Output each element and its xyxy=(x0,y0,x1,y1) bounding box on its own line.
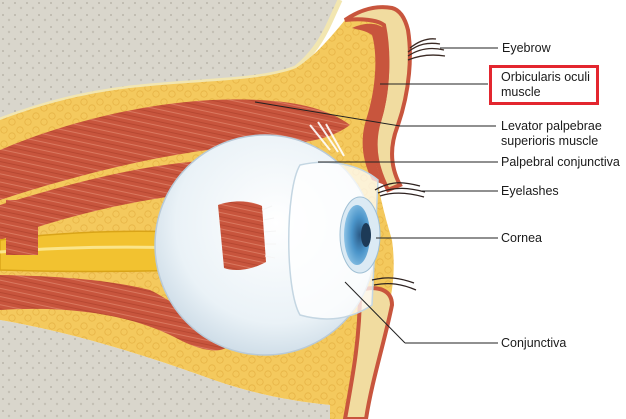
label-cornea: Cornea xyxy=(501,231,542,245)
label-palpebral-conjunctiva: Palpebral conjunctiva xyxy=(501,155,620,169)
label-eyelashes: Eyelashes xyxy=(501,184,559,198)
upper-skull-bone xyxy=(0,0,340,120)
leader-levator xyxy=(254,101,401,127)
label-levator-line2: superioris muscle xyxy=(501,134,599,148)
label-eyebrow: Eyebrow xyxy=(502,41,551,55)
lateral-rectus-muscle xyxy=(218,201,266,270)
iris xyxy=(344,205,370,265)
upper-eyelashes xyxy=(374,182,426,198)
label-orbicularis-oculi-line1: Orbicularis oculi xyxy=(501,70,590,84)
pupil xyxy=(361,223,371,247)
label-levator-line1: Levator palpebrae xyxy=(501,119,602,133)
lower-skull-bone xyxy=(0,320,330,419)
lower-eyelashes xyxy=(371,277,417,291)
leader-conjunctiva xyxy=(344,281,406,344)
highlight-box xyxy=(489,65,599,105)
eyebrow-hairs xyxy=(407,38,446,61)
label-orbicularis-oculi-line2: muscle xyxy=(501,85,541,99)
lower-eyelid xyxy=(342,286,395,419)
label-conjunctiva: Conjunctiva xyxy=(501,336,567,350)
muscle-stub xyxy=(6,200,38,255)
levator-muscle xyxy=(0,99,350,200)
orbicularis-oculi-muscle xyxy=(352,23,390,186)
inferior-rectus-muscle xyxy=(0,275,230,351)
